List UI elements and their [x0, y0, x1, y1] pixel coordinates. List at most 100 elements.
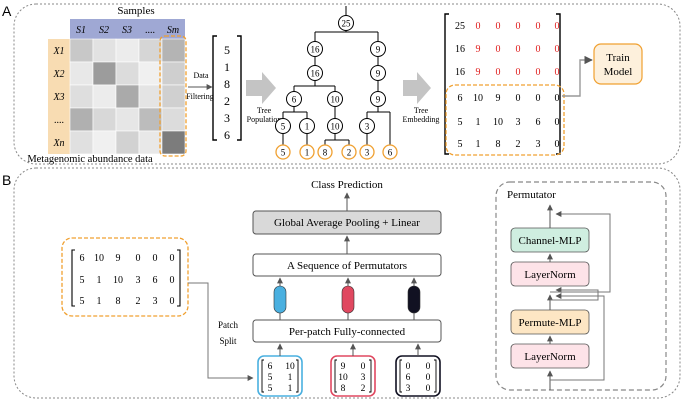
- samples-title: Samples: [117, 5, 154, 17]
- train-arrow: [562, 55, 593, 97]
- input-matrix-frame: [61, 237, 189, 317]
- input-cell: 1: [97, 296, 102, 307]
- abundance-matrix: [69, 38, 186, 155]
- patch-cell: 6: [268, 362, 273, 372]
- embedding-cell: 0: [555, 67, 560, 78]
- feature-label: X3: [52, 92, 64, 103]
- tree-node: 9: [376, 45, 381, 55]
- embedding-cell: 0: [496, 67, 501, 78]
- embedding-cell: 2: [516, 139, 521, 150]
- tree-node: 10: [331, 95, 341, 105]
- embedding-cell: 10: [473, 93, 483, 104]
- leaf-node: 6: [388, 148, 393, 158]
- tree-node: 3: [365, 122, 370, 132]
- patch-cell: 10: [338, 373, 348, 383]
- vector-bracket-left: [212, 35, 217, 141]
- population-label: Tree: [257, 106, 272, 115]
- patch-bracket-left: [334, 359, 337, 393]
- input-cell: 1: [97, 275, 102, 286]
- embedding-cell: 9: [496, 93, 501, 104]
- patch-bracket-right: [296, 359, 299, 393]
- input-cell: 0: [170, 296, 175, 307]
- token-pill-blue: [273, 285, 287, 314]
- layernorm-top-label: LayerNorm: [524, 269, 576, 281]
- class-prediction-label: Class Prediction: [311, 179, 383, 191]
- input-cell: 9: [116, 253, 121, 264]
- embedding-cell: 0: [555, 21, 560, 32]
- pooling-label: Global Average Pooling + Linear: [274, 217, 420, 229]
- patch-cell: 0: [426, 373, 431, 383]
- input-cell: 10: [94, 253, 104, 264]
- embedding-cell: 25: [455, 21, 465, 32]
- embedding-bracket-right: [556, 13, 561, 155]
- token-column-black: [407, 277, 421, 320]
- tree-node: 16: [311, 69, 321, 79]
- tree-node: 10: [331, 122, 341, 132]
- tree-node: 9: [376, 95, 381, 105]
- patch-cell: 6: [406, 373, 411, 383]
- embedding-cell: 0: [536, 67, 541, 78]
- embedding-cell: 0: [496, 21, 501, 32]
- patch-cell: 2: [361, 384, 366, 394]
- embedding-cell: 0: [536, 93, 541, 104]
- embedding-cell: 0: [555, 93, 560, 104]
- sample-header: S2: [99, 25, 109, 36]
- tree-population-arrow: [246, 72, 276, 104]
- patch-cell: 0: [406, 362, 411, 372]
- filtered-vector: 5 1 8 2 3 6: [224, 43, 230, 142]
- tree-leaves: 5 1 8 2 3 6: [275, 144, 398, 160]
- patch-cell: 5: [268, 384, 273, 394]
- embedding-cell: 0: [516, 21, 521, 32]
- vector-value: 5: [224, 43, 230, 57]
- patch-cell: 0: [426, 384, 431, 394]
- embedding-cell: 9: [476, 44, 481, 55]
- feature-label: Xn: [52, 138, 64, 149]
- embedding-cell: 0: [476, 21, 481, 32]
- vector-value: 8: [224, 77, 230, 91]
- embedding-cell: 6: [536, 117, 541, 128]
- embedding-cell: 0: [555, 117, 560, 128]
- embedding-cell: 0: [516, 93, 521, 104]
- token-pill-red: [341, 285, 355, 314]
- patch-cell: 1: [288, 373, 293, 383]
- tree-nodes: 25 16 9 16 9 6 10 9 5 1 10 3: [275, 15, 386, 134]
- patch-box-blue: [257, 355, 303, 397]
- tree-embedding-arrow: [403, 72, 431, 104]
- input-cell: 2: [136, 296, 141, 307]
- embedding-selection-highlight: [445, 84, 565, 156]
- feature-label: ....: [54, 115, 64, 126]
- input-cell: 6: [80, 253, 85, 264]
- feature-label: X2: [52, 69, 64, 80]
- embedding-bracket-left: [444, 13, 449, 155]
- population-label: Population: [247, 115, 282, 124]
- embedding-cell: 1: [476, 139, 481, 150]
- feature-label-column: X1 X2 X3 .... Xn: [48, 39, 70, 154]
- patch-cell: 3: [361, 373, 366, 383]
- vector-value: 6: [224, 128, 230, 142]
- tree-node: 9: [376, 69, 381, 79]
- patch-bracket-left: [399, 359, 402, 393]
- fc-block: [252, 319, 442, 343]
- tree-node: 25: [342, 19, 352, 29]
- sample-header: Sm: [167, 25, 179, 36]
- tree-node: 1: [305, 122, 310, 132]
- embedding-cell: 0: [516, 67, 521, 78]
- embedding-cell: 3: [516, 117, 521, 128]
- embedding-cell: 0: [536, 44, 541, 55]
- input-cell: 0: [170, 253, 175, 264]
- panel-b-frame: [13, 167, 681, 399]
- embedding-cell: 9: [476, 67, 481, 78]
- input-cell: 0: [170, 275, 175, 286]
- embedding-label: Embedding: [403, 115, 440, 124]
- embedding-cell: 8: [496, 139, 501, 150]
- input-cell: 6: [153, 275, 158, 286]
- leaf-node: 5: [281, 148, 286, 158]
- patch-cell: 5: [268, 373, 273, 383]
- vector-bracket-right: [237, 35, 242, 141]
- input-cell: 5: [80, 296, 85, 307]
- embedding-cell: 16: [455, 44, 465, 55]
